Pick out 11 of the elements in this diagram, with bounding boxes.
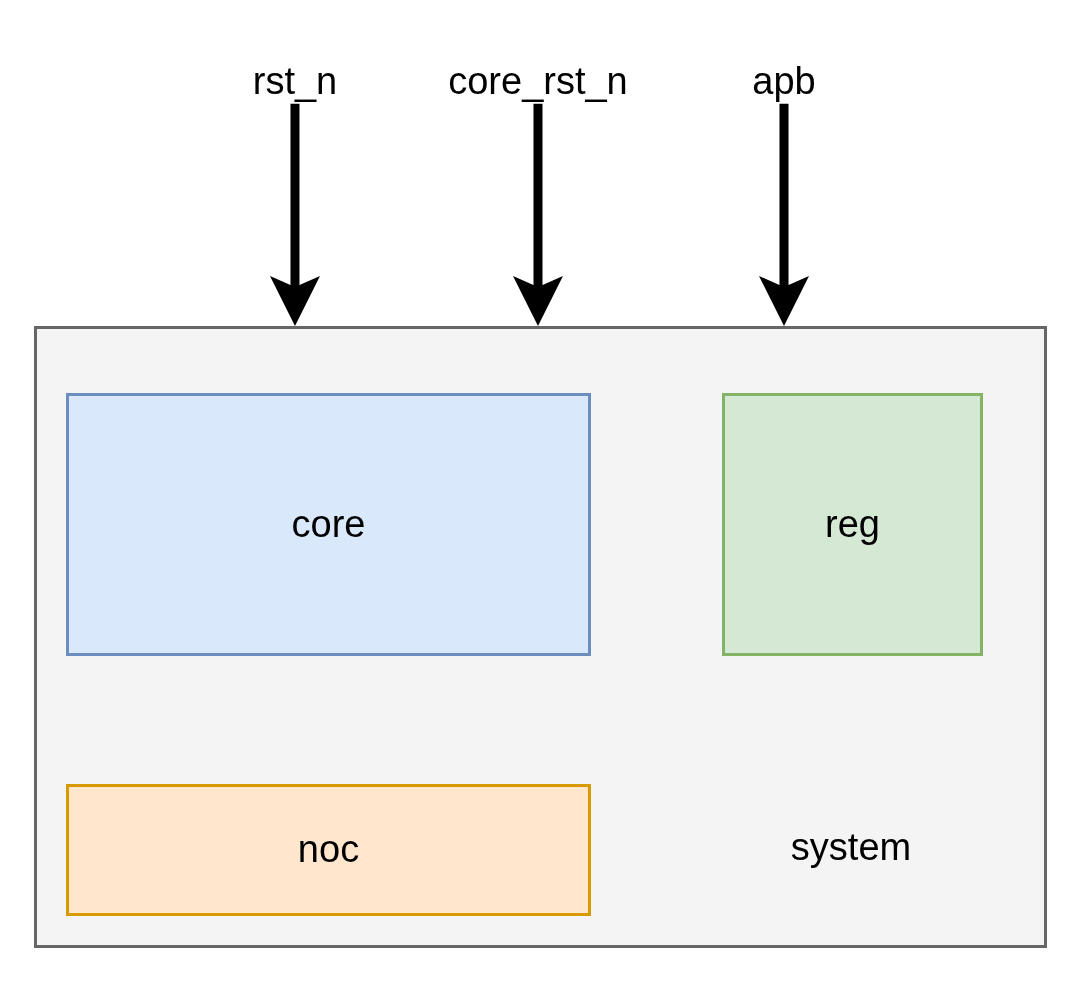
- module-box: reg: [722, 393, 983, 656]
- arrow: [513, 103, 563, 326]
- signal-label: apb: [752, 60, 816, 104]
- arrow: [270, 103, 320, 326]
- system-block: [34, 326, 1047, 948]
- signal-label: rst_n: [252, 60, 338, 104]
- module-box: core: [66, 393, 591, 656]
- module-box: noc: [66, 784, 591, 916]
- arrow: [759, 103, 809, 326]
- block-label: system: [790, 826, 912, 870]
- signal-label: core_rst_n: [448, 60, 628, 104]
